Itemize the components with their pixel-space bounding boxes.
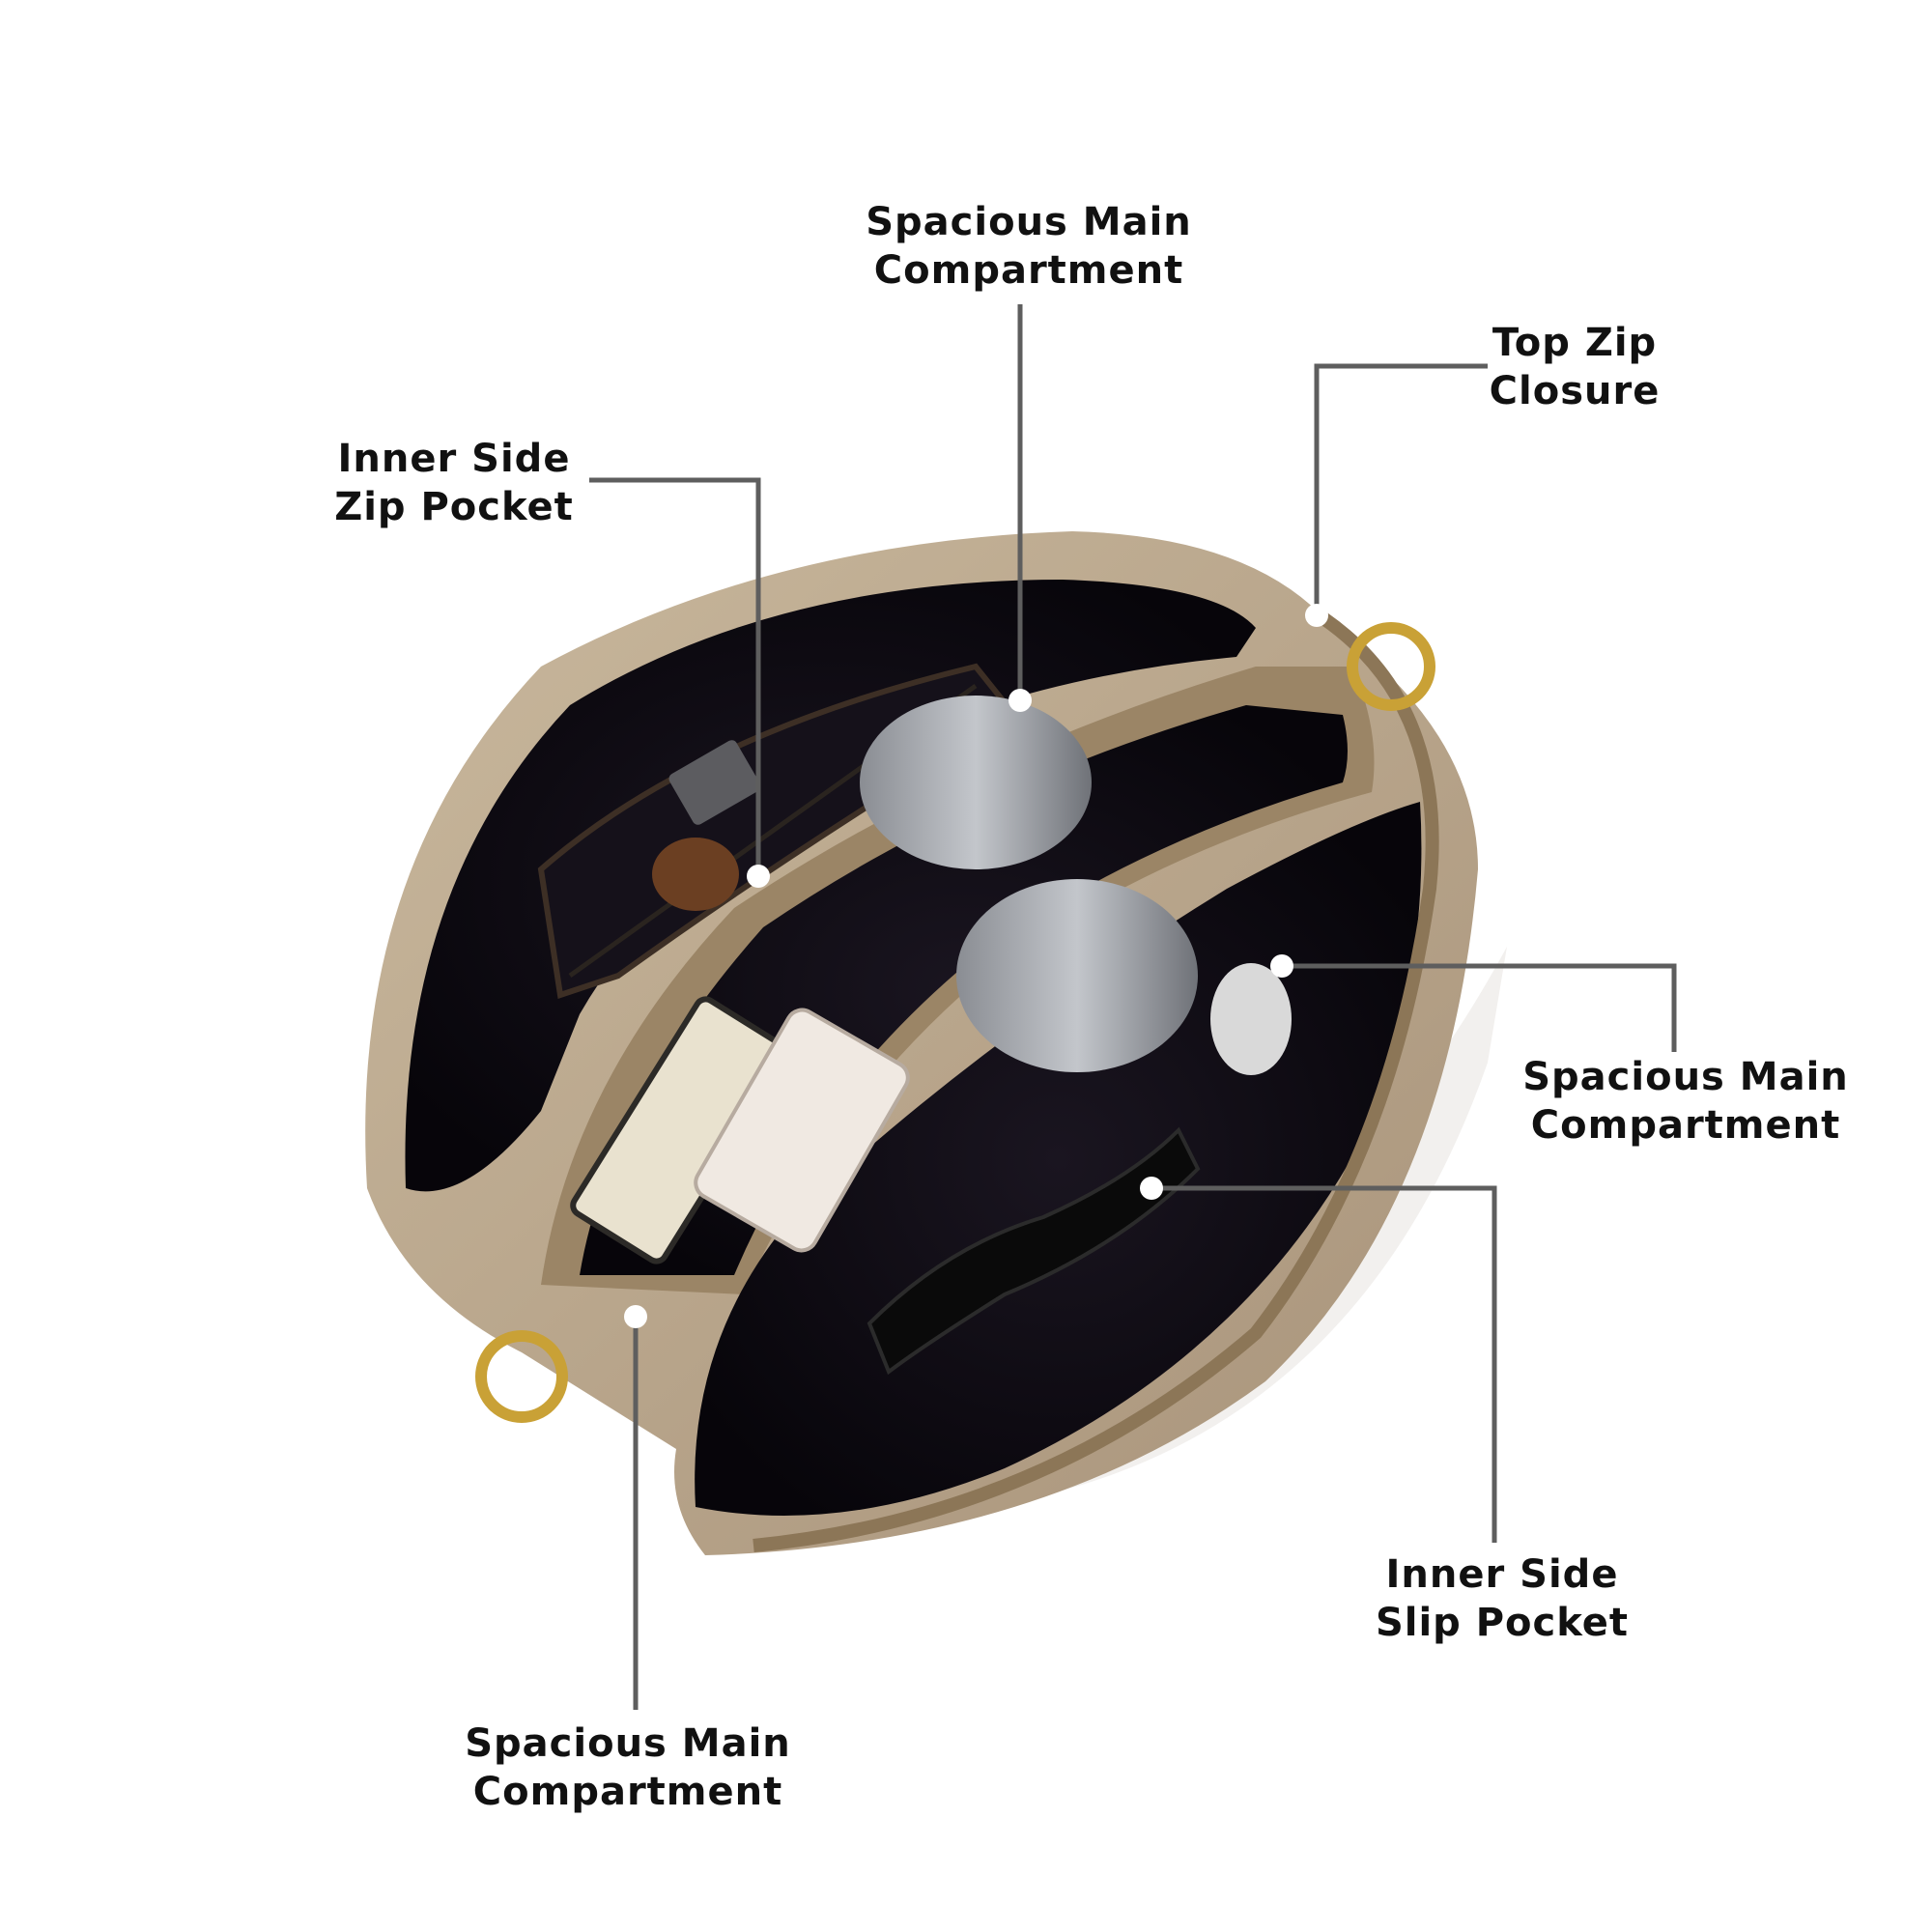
back-tin-icon (860, 696, 1092, 869)
marker-dot-zip-pocket (747, 865, 770, 888)
label-spacious-main-compartment-bottom: Spacious Main Compartment (464, 1719, 792, 1816)
label-line: Inner Side (1385, 1552, 1619, 1597)
label-inner-side-slip-pocket: Inner Side Slip Pocket (1372, 1550, 1633, 1647)
marker-dot-zip-closure (1305, 604, 1328, 627)
leader-zip-closure (1314, 363, 1488, 615)
label-inner-side-zip-pocket: Inner Side Zip Pocket (319, 435, 589, 531)
label-line: Spacious Main (866, 200, 1192, 244)
label-spacious-main-compartment-right: Spacious Main Compartment (1521, 1053, 1850, 1150)
label-line: Top Zip (1492, 321, 1658, 365)
label-line: Compartment (472, 1770, 783, 1814)
label-line: Spacious Main (1522, 1055, 1849, 1099)
lipstick-icon (652, 838, 739, 911)
front-tin-icon (956, 879, 1198, 1072)
sunglasses-icon (867, 1126, 1201, 1376)
label-line: Slip Pocket (1375, 1601, 1630, 1645)
marker-dot-slip-pocket (1140, 1177, 1163, 1200)
label-line: Spacious Main (465, 1721, 791, 1766)
top-ring-icon (1347, 622, 1435, 711)
top-zip-track (753, 612, 1439, 1552)
label-line: Inner Side (337, 437, 571, 481)
marker-dot-main-top (1009, 689, 1032, 712)
bottom-ring-icon (475, 1330, 568, 1423)
perfume-bottle-icon (1210, 963, 1292, 1075)
label-line: Compartment (873, 248, 1184, 293)
marker-dots (624, 604, 1328, 1328)
label-line: Closure (1489, 369, 1661, 413)
bag-back-lining (405, 580, 1256, 1192)
card-icon (668, 740, 761, 825)
leader-slip-pocket (1151, 1185, 1497, 1543)
label-spacious-main-compartment-top: Spacious Main Compartment (826, 198, 1232, 295)
leader-zip-pocket (589, 477, 761, 876)
label-top-zip-closure: Top Zip Closure (1468, 319, 1681, 415)
label-line: Compartment (1530, 1103, 1841, 1148)
leader-lines (589, 304, 1677, 1710)
phone-icon (694, 1008, 910, 1253)
label-line: Zip Pocket (334, 485, 574, 529)
leader-main-right (1282, 963, 1677, 1052)
marker-dot-main-bottom (624, 1305, 647, 1328)
marker-dot-main-right (1270, 954, 1293, 978)
